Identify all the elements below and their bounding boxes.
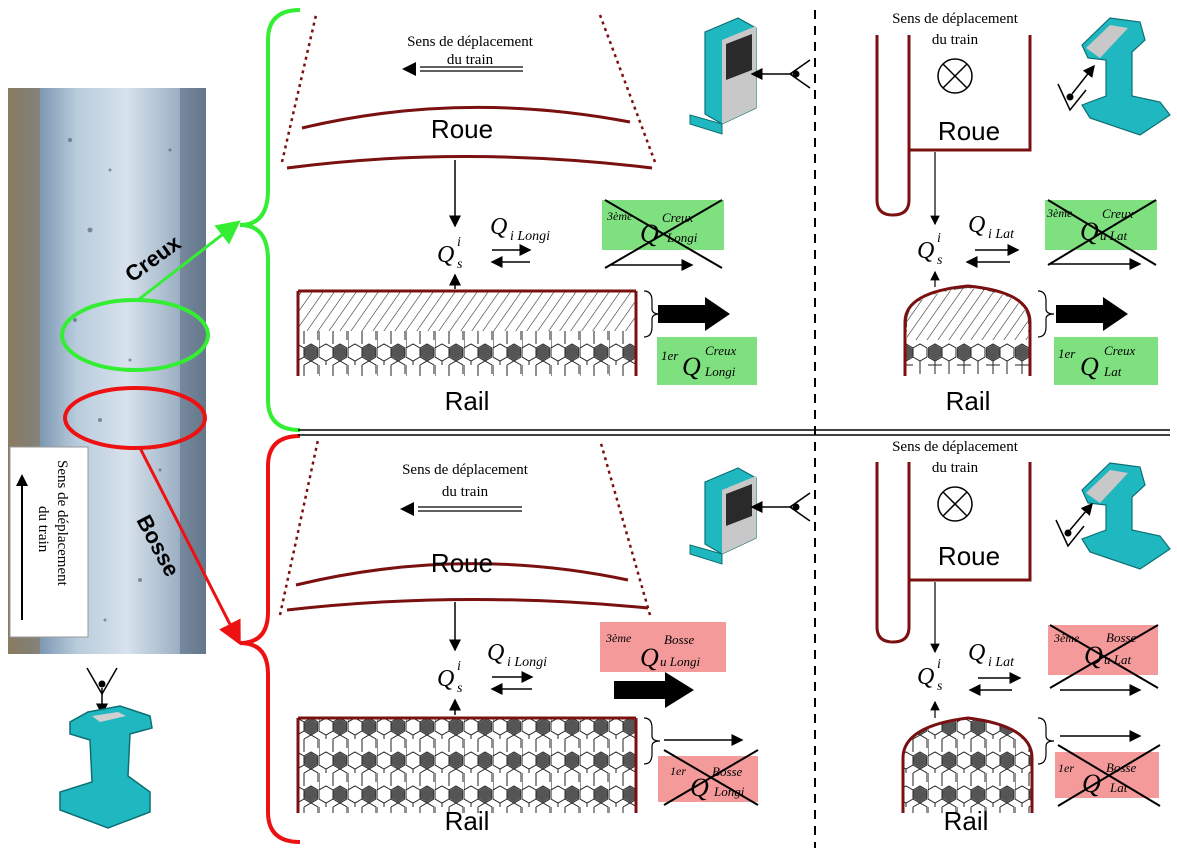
q-i-longi-sub: i Longi [510, 229, 550, 244]
first-label-a: 1er [661, 348, 679, 363]
q-first-d: Q [1082, 769, 1101, 798]
q-first-b: Q [1080, 352, 1099, 381]
q-s-c-sub: s [457, 681, 463, 696]
q-s-b-sub: s [937, 253, 943, 268]
q-s-d-sup: i [937, 657, 941, 672]
q-s-d-sub: s [937, 679, 943, 694]
direction-text-2: du train [447, 52, 494, 68]
rail-label: Rail [445, 386, 490, 416]
q-third-b: Q [1080, 217, 1099, 246]
third-label-c: 3ème [605, 631, 632, 645]
eye-icon [86, 667, 118, 716]
cross-circle-icon [937, 58, 973, 94]
q-first-c: Q [690, 773, 709, 802]
first-label-b: 1er [1058, 346, 1076, 361]
q-third-a: Q [640, 219, 659, 248]
q-s-sup: i [457, 235, 461, 250]
q-s: Q [437, 242, 454, 268]
panel-creux-longi: Sens de déplacement du train Roue Q i s … [280, 14, 811, 416]
direction-text-d1: Sens de déplacement [892, 439, 1019, 455]
rail-label-d: Rail [944, 806, 989, 836]
q-first-c-sup: Bosse [712, 764, 743, 779]
cross-circle-icon-d [937, 486, 973, 522]
wheel-label: Roue [431, 114, 493, 144]
creux-ellipse [60, 298, 210, 372]
rail-profile-icon [59, 705, 153, 829]
eye-icon-d [1055, 502, 1093, 548]
third-label-a: 3ème [606, 209, 633, 223]
q-third-c-sub: u Longi [660, 654, 700, 669]
rail-cross-icon-d [1081, 462, 1171, 570]
side-direction-box: Sens de déplacement du train [9, 446, 89, 638]
q-third-a-sub: Longi [666, 230, 698, 245]
eye-icon-b [1057, 64, 1095, 112]
wheel-label-c: Roue [431, 548, 493, 578]
q-first-a-sup: Creux [705, 343, 737, 358]
third-label-b: 3ème [1046, 206, 1073, 220]
rail-side-icon [689, 17, 757, 135]
side-direction-text-1: Sens de déplacement [54, 460, 70, 587]
q-s-b: Q [917, 238, 934, 264]
third-label-d: 3ème [1053, 631, 1080, 645]
first-label-c: 1er [670, 764, 686, 778]
rail-label-b: Rail [946, 386, 991, 416]
panel-bosse-lat: Sens de déplacement du train Roue Q i s … [875, 439, 1171, 836]
bosse-arrow [138, 447, 241, 646]
q-i-lat-b: Q [968, 212, 985, 238]
direction-text-d2: du train [932, 460, 979, 476]
q-third-a-sup: Creux [662, 210, 694, 225]
q-first-a: Q [682, 352, 701, 381]
rail-cross-icon [1081, 17, 1171, 136]
q-first-b-sup: Creux [1104, 343, 1136, 358]
q-third-d-sup: Bosse [1106, 630, 1137, 645]
q-third-b-sub: u Lat [1100, 228, 1127, 243]
creux-arrow [137, 220, 241, 302]
q-i-longi-c-sub: i Longi [507, 655, 547, 670]
first-label-d: 1er [1058, 761, 1074, 775]
direction-text-c1: Sens de déplacement [402, 462, 529, 478]
q-i-longi-c: Q [487, 640, 504, 666]
rail-label-c: Rail [445, 806, 490, 836]
wheel-label-b: Roue [938, 116, 1000, 146]
q-s-d: Q [917, 664, 934, 690]
direction-text-1: Sens de déplacement [407, 34, 534, 50]
bosse-brace [239, 434, 301, 844]
q-third-c-sup: Bosse [664, 632, 695, 647]
q-s-c: Q [437, 666, 454, 692]
q-s-b-sup: i [937, 231, 941, 246]
direction-text-b2: du train [932, 32, 979, 48]
q-first-c-sub: Longi [713, 784, 745, 799]
rail-side-icon-c [689, 467, 757, 565]
q-i-longi: Q [490, 214, 507, 240]
q-i-lat-d-sub: i Lat [988, 655, 1015, 670]
direction-text-b1: Sens de déplacement [892, 11, 1019, 27]
creux-brace [239, 8, 301, 432]
q-first-a-sub: Longi [704, 364, 736, 379]
eye-icon-a [750, 59, 811, 89]
q-i-lat-d: Q [968, 640, 985, 666]
q-i-lat-b-sub: i Lat [988, 227, 1015, 242]
direction-text-c2: du train [442, 484, 489, 500]
q-third-d-sub: u Lat [1104, 652, 1131, 667]
panel-creux-lat: Sens de déplacement du train Roue Q i s … [875, 11, 1171, 416]
side-direction-text-2: du train [35, 506, 51, 553]
q-s-sub: s [457, 257, 463, 272]
q-s-c-sup: i [457, 659, 461, 674]
q-third-b-sup: Creux [1102, 206, 1134, 221]
wheel-label-d: Roue [938, 541, 1000, 571]
bosse-ellipse [63, 386, 207, 450]
eye-icon-c [750, 492, 811, 522]
q-first-b-sub: Lat [1103, 364, 1122, 379]
q-third-c: Q [640, 643, 659, 672]
panel-bosse-longi: Sens de déplacement du train Roue Q i s … [278, 439, 811, 836]
